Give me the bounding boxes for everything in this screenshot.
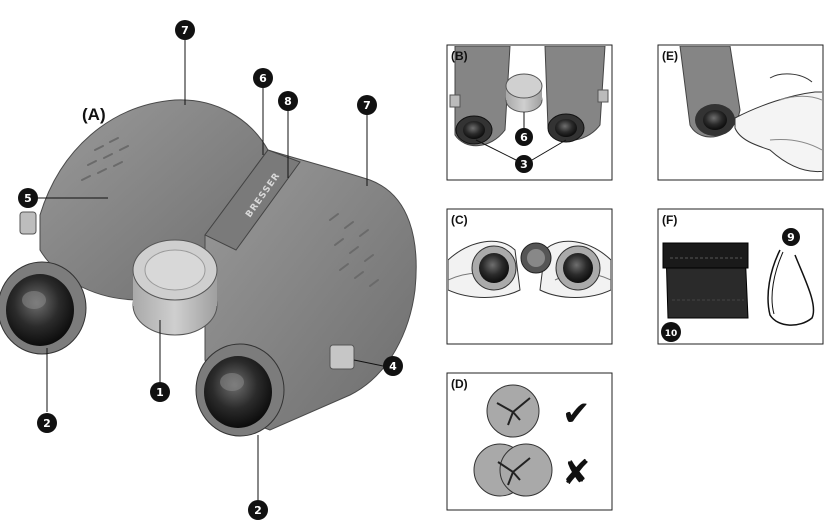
svg-text:2: 2 [254, 504, 262, 517]
svg-text:4: 4 [389, 360, 397, 373]
correct-check-mark: ✔ [562, 394, 591, 434]
correct-view-circle [486, 384, 540, 438]
wrong-x-mark: ✘ [562, 453, 591, 493]
callout-1: 1 [150, 382, 170, 402]
callout-8: 8 [278, 91, 298, 111]
svg-text:3: 3 [520, 158, 528, 171]
left-side-nub [19, 211, 37, 235]
main-binoculars: BRESSER [0, 20, 417, 520]
panel-d-label: (D) [451, 377, 468, 391]
wrong-view-circles [473, 443, 553, 497]
brand-plate [204, 149, 301, 251]
panel-b-callout-6: 6 [515, 128, 533, 146]
left-objective [0, 261, 87, 355]
panel-b-label: (B) [451, 49, 468, 63]
svg-text:6: 6 [520, 131, 528, 144]
callout-6: 6 [253, 68, 273, 88]
svg-text:2: 2 [43, 417, 51, 430]
callout-7-top: 7 [175, 20, 195, 40]
panel-b-callout-3: 3 [515, 155, 533, 173]
svg-text:10: 10 [665, 329, 678, 339]
right-objective [195, 343, 285, 437]
callout-4: 4 [383, 356, 403, 376]
grip-texture [81, 137, 379, 287]
svg-text:7: 7 [363, 99, 371, 112]
leader-lines [36, 40, 384, 500]
svg-text:9: 9 [787, 231, 795, 244]
panel-f-label: (F) [662, 213, 677, 227]
panel-c: (C) [446, 208, 613, 345]
wrist-strap [767, 249, 815, 326]
focus-wheel [132, 239, 218, 336]
svg-text:1: 1 [156, 386, 164, 399]
panel-e: (E) [657, 44, 824, 181]
panel-f-callout-9: 9 [782, 228, 800, 246]
callout-2-bottom: 2 [248, 500, 268, 520]
svg-text:8: 8 [284, 95, 292, 108]
callout-2-left: 2 [37, 413, 57, 433]
panel-d: ✔ ✘ (D) [446, 372, 613, 511]
panel-f: 9 10 (F) [657, 208, 824, 345]
strap-eyelet [329, 344, 355, 370]
callout-7-right: 7 [357, 95, 377, 115]
panel-e-label: (E) [662, 49, 678, 63]
svg-text:5: 5 [24, 192, 32, 205]
carrying-pouch [662, 242, 749, 319]
panel-b: 6 3 (B) [446, 44, 613, 181]
svg-text:6: 6 [259, 72, 267, 85]
panel-c-label: (C) [451, 213, 468, 227]
main-figure-label: (A) [82, 105, 106, 124]
panel-f-callout-10: 10 [661, 322, 681, 342]
svg-text:7: 7 [181, 24, 189, 37]
callout-5: 5 [18, 188, 38, 208]
